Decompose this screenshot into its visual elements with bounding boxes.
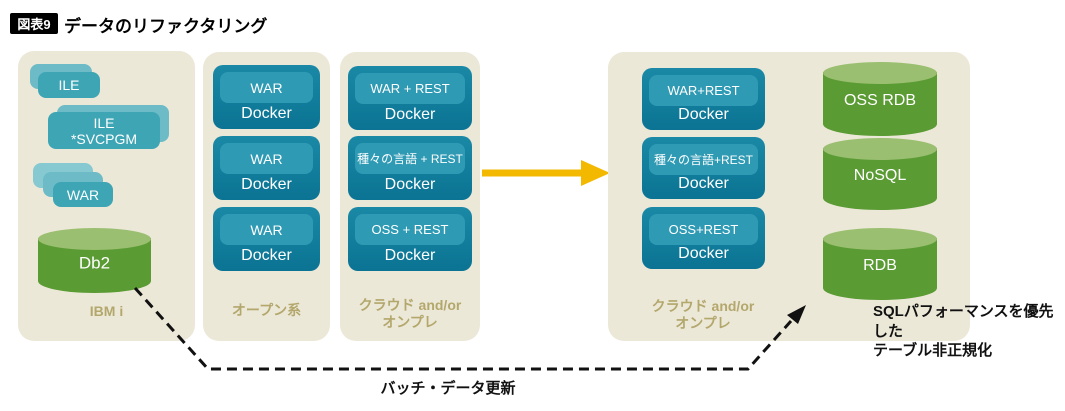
docker-label: Docker <box>384 247 436 264</box>
docker-box: OSS+REST Docker <box>642 207 765 269</box>
app-box: 種々の言語 + REST <box>355 143 465 174</box>
chip-war: WAR <box>53 182 113 207</box>
rdb-cylinder: RDB <box>823 228 937 300</box>
chip-svcpgm-line2: *SVCPGM <box>70 130 138 147</box>
rdb-label: RDB <box>863 257 897 275</box>
docker-box: 種々の言語 + REST Docker <box>348 136 472 200</box>
panel-label-line1: クラウド and/or <box>358 297 462 313</box>
panel-cloud-after: WAR+REST Docker 種々の言語+REST Docker OSS+RE… <box>608 52 970 341</box>
app-box: WAR <box>220 72 313 103</box>
app-box: OSS + REST <box>355 214 465 245</box>
chip-ile: ILE <box>38 72 100 98</box>
rdb-cylinder-top <box>823 228 937 250</box>
panel-label-line1: クラウド and/or <box>651 298 755 314</box>
db2-label: Db2 <box>78 252 111 272</box>
figure-title: データのリファクタリング <box>64 17 268 36</box>
oss-rdb-cylinder-top <box>823 62 937 84</box>
panel-label-line2: オンプレ <box>675 315 731 331</box>
docker-label: Docker <box>678 175 729 192</box>
docker-box: WAR Docker <box>213 65 320 129</box>
panel-ibmi: ILE ILE *SVCPGM WAR Db2 IBM i <box>18 51 195 341</box>
app-box: WAR+REST <box>649 75 758 106</box>
docker-box: WAR Docker <box>213 136 320 200</box>
figure-number-badge: 図表9 <box>10 13 58 34</box>
docker-label: Docker <box>241 105 292 122</box>
panel-label-line2: オンプレ <box>382 314 438 330</box>
app-box: OSS+REST <box>649 214 758 245</box>
sql-note-line1: SQLパフォーマンスを優先した <box>873 303 1054 340</box>
docker-label: Docker <box>678 245 729 262</box>
chip-svcpgm: ILE *SVCPGM <box>48 112 160 149</box>
nosql-label: NoSQL <box>853 167 907 185</box>
transition-arrow <box>482 160 610 186</box>
db2-cylinder: Db2 <box>38 228 151 293</box>
panel-label-open: オープン系 <box>231 302 302 318</box>
panel-open-systems: WAR Docker WAR Docker WAR Docker オープン系 <box>203 52 330 341</box>
docker-box: WAR+REST Docker <box>642 68 765 130</box>
batch-update-label: バッチ・データ更新 <box>380 380 516 397</box>
app-box: WAR <box>220 143 313 174</box>
oss-rdb-label: OSS RDB <box>843 92 916 110</box>
oss-rdb-cylinder: OSS RDB <box>823 62 937 136</box>
db2-cylinder-top <box>38 228 151 250</box>
docker-box: WAR + REST Docker <box>348 66 472 130</box>
app-box: 種々の言語+REST <box>649 144 758 175</box>
app-box: WAR <box>220 214 313 245</box>
docker-box: WAR Docker <box>213 207 320 271</box>
nosql-cylinder: NoSQL <box>823 138 937 210</box>
docker-box: 種々の言語+REST Docker <box>642 137 765 199</box>
panel-label-cloud-after: クラウド and/or オンプレ <box>608 298 798 332</box>
docker-box: OSS + REST Docker <box>348 207 472 271</box>
docker-label: Docker <box>384 176 436 193</box>
panel-label-ibmi: IBM i <box>89 303 124 319</box>
sql-note-line2: テーブル非正規化 <box>873 342 993 359</box>
panel-cloud-before: WAR + REST Docker 種々の言語 + REST Docker OS… <box>340 52 480 341</box>
docker-label: Docker <box>678 106 729 123</box>
docker-label: Docker <box>241 247 292 264</box>
panel-label-cloud-before: クラウド and/or オンプレ <box>340 297 480 331</box>
docker-label: Docker <box>241 176 292 193</box>
sql-denormalization-note: SQLパフォーマンスを優先した テーブル非正規化 <box>873 302 1065 361</box>
chip-svcpgm-line1: ILE <box>93 114 115 131</box>
app-box: WAR + REST <box>355 73 465 104</box>
docker-label: Docker <box>384 106 436 123</box>
nosql-cylinder-top <box>823 138 937 160</box>
